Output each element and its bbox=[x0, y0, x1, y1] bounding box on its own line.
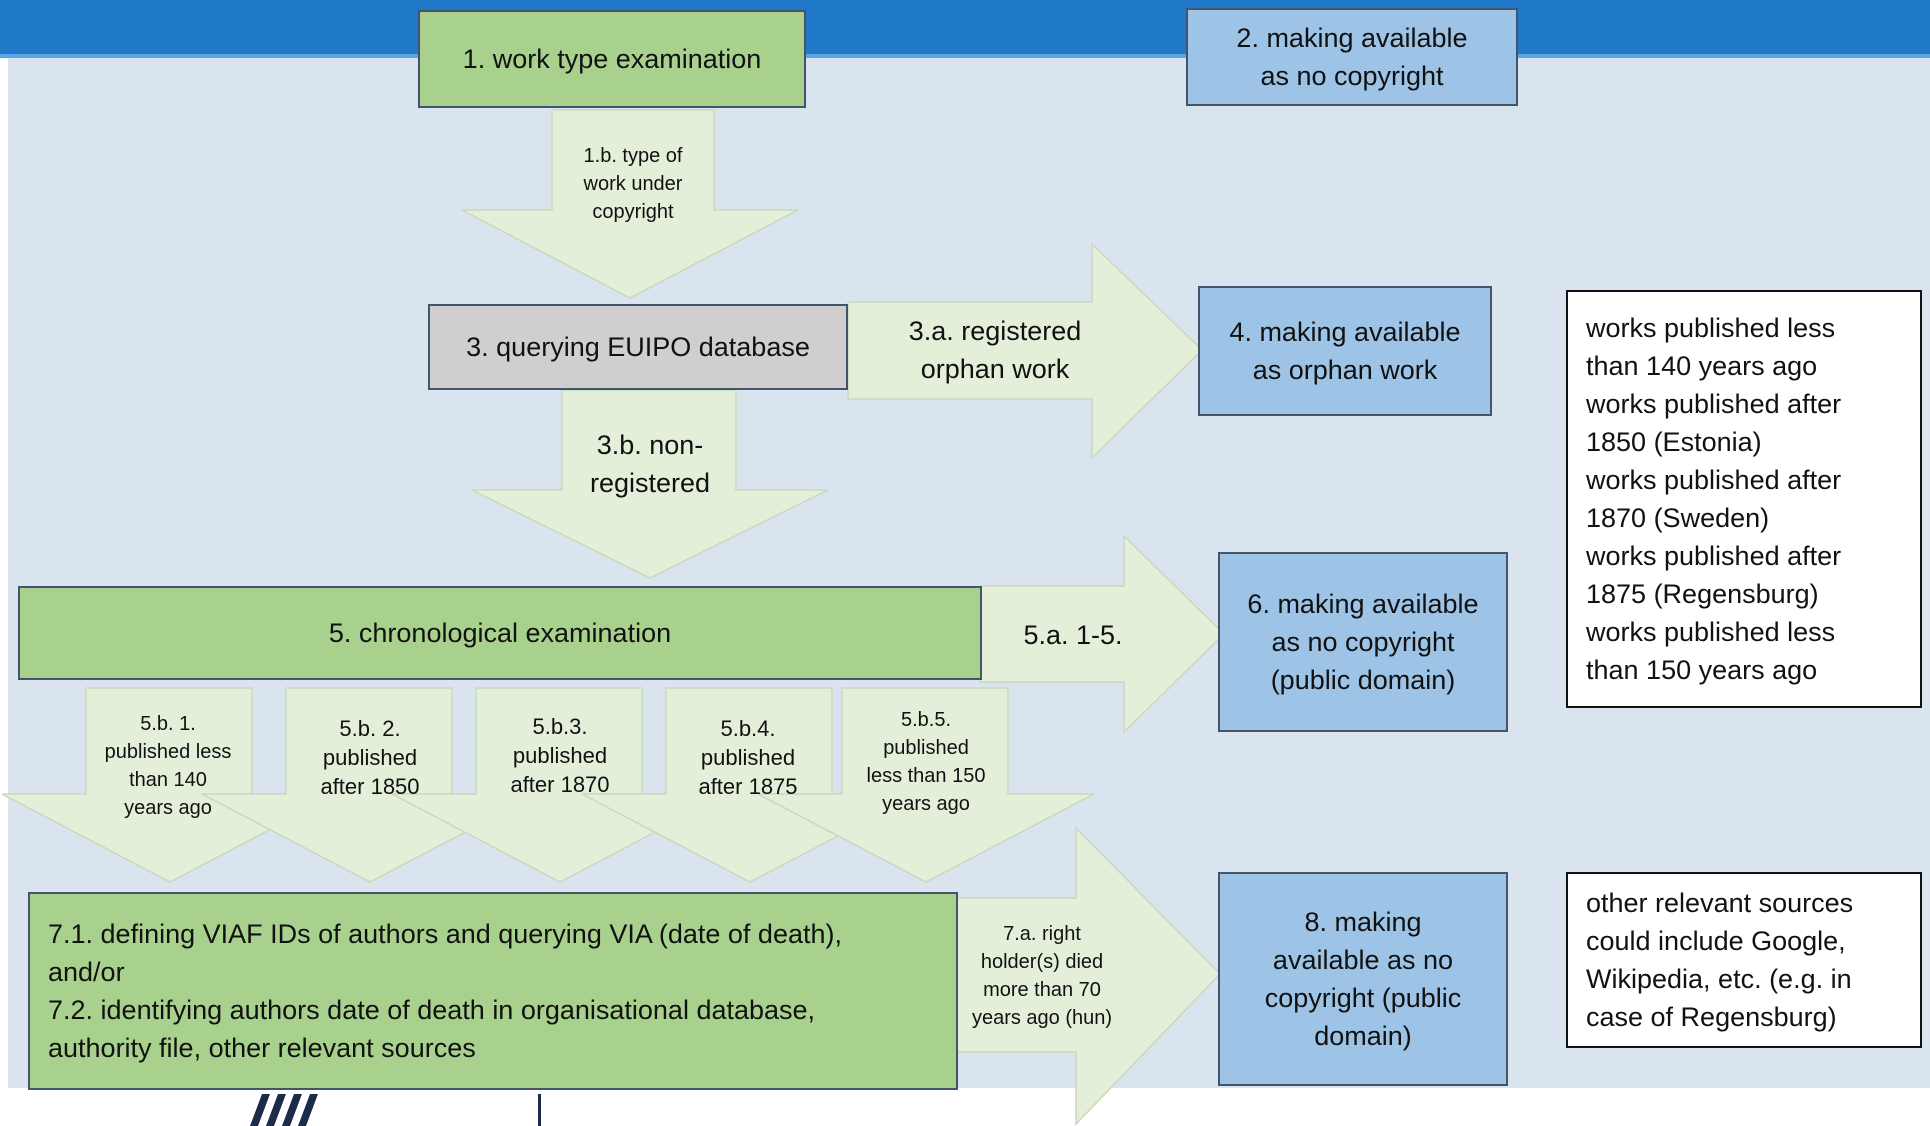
arrow-5b2 bbox=[201, 687, 539, 883]
note-other-sources: other relevant sources could include Goo… bbox=[1566, 872, 1922, 1048]
step-7-label: 7.1. defining VIAF IDs of authors and qu… bbox=[48, 919, 842, 1063]
logo-stripes-icon bbox=[250, 1094, 318, 1126]
arrow-5b3-label: 5.b.3. published after 1870 bbox=[510, 714, 610, 797]
arrow-5b2-label: 5.b. 2. published after 1850 bbox=[320, 716, 420, 799]
footer-divider bbox=[0, 1090, 1930, 1094]
arrow-3b bbox=[471, 389, 829, 579]
step-3-label: 3. querying EUIPO database bbox=[466, 332, 810, 362]
step-1-work-type-examination: 1. work type examination bbox=[418, 10, 806, 108]
note-sources-text: other relevant sources could include Goo… bbox=[1586, 888, 1854, 1032]
arrow-5b5 bbox=[757, 687, 1095, 883]
arrow-1b-label: 1.b. type of work under copyright bbox=[583, 145, 683, 223]
note-thresholds-text: works published less than 140 years ago … bbox=[1586, 313, 1842, 685]
arrow-5b4-label: 5.b.4. published after 1875 bbox=[698, 716, 798, 799]
step-3-querying-euipo: 3. querying EUIPO database bbox=[428, 304, 848, 390]
arrow-3a-label: 3.a. registered orphan work bbox=[908, 316, 1082, 384]
arrow-5b1 bbox=[1, 687, 339, 883]
step-6-label: 6. making available as no copyright (pub… bbox=[1247, 589, 1479, 695]
step-8-label: 8. making available as no copyright (pub… bbox=[1264, 907, 1462, 1051]
step-2-no-copyright: 2. making available as no copyright bbox=[1186, 8, 1518, 106]
arrow-3b-label: 3.b. non- registered bbox=[589, 430, 711, 498]
step-2-label: 2. making available as no copyright bbox=[1236, 23, 1468, 91]
arrow-5a-label: 5.a. 1-5. bbox=[1023, 620, 1123, 650]
header-band bbox=[0, 0, 1930, 58]
step-7-author-date-of-death: 7.1. defining VIAF IDs of authors and qu… bbox=[28, 892, 958, 1090]
note-publication-thresholds: works published less than 140 years ago … bbox=[1566, 290, 1922, 708]
step-5-chronological-examination: 5. chronological examination bbox=[18, 586, 982, 680]
arrow-5b5-label: 5.b.5. published less than 150 years ago bbox=[866, 709, 986, 815]
arrow-5b1-label: 5.b. 1. published less than 140 years ag… bbox=[104, 713, 232, 819]
arrow-3a bbox=[847, 242, 1204, 460]
header-divider bbox=[0, 54, 1930, 58]
step-6-public-domain: 6. making available as no copyright (pub… bbox=[1218, 552, 1508, 732]
step-1-label: 1. work type examination bbox=[462, 44, 762, 74]
arrow-5b3 bbox=[391, 687, 729, 883]
arrow-1b bbox=[461, 109, 799, 299]
footer-separator bbox=[538, 1094, 541, 1126]
step-4-orphan-work: 4. making available as orphan work bbox=[1198, 286, 1492, 416]
step-8-public-domain: 8. making available as no copyright (pub… bbox=[1218, 872, 1508, 1086]
arrow-7a-label: 7.a. right holder(s) died more than 70 y… bbox=[971, 923, 1113, 1029]
arrow-5a bbox=[979, 534, 1226, 734]
footer-band bbox=[0, 1094, 1930, 1126]
arrow-7a bbox=[937, 826, 1222, 1126]
step-4-label: 4. making available as orphan work bbox=[1229, 317, 1461, 385]
step-5-label: 5. chronological examination bbox=[328, 618, 672, 648]
